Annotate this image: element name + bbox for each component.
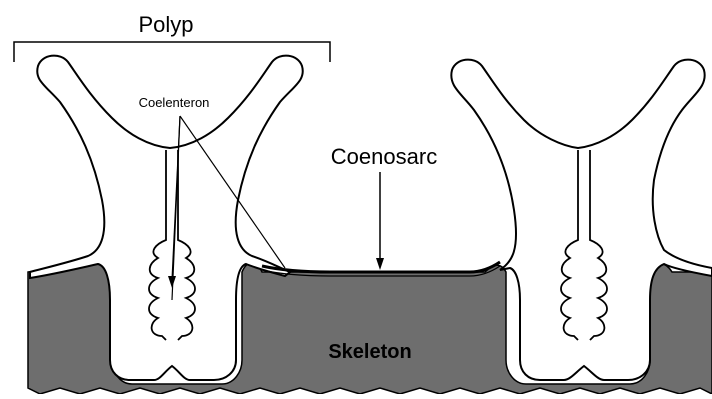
- skeleton-label: Skeleton: [328, 341, 411, 363]
- polyp-label: Polyp: [138, 12, 193, 37]
- coenosarc-arrowhead: [376, 258, 384, 270]
- coelenteron-label: Coelenteron: [139, 95, 210, 110]
- coenosarc-label: Coenosarc: [331, 144, 437, 169]
